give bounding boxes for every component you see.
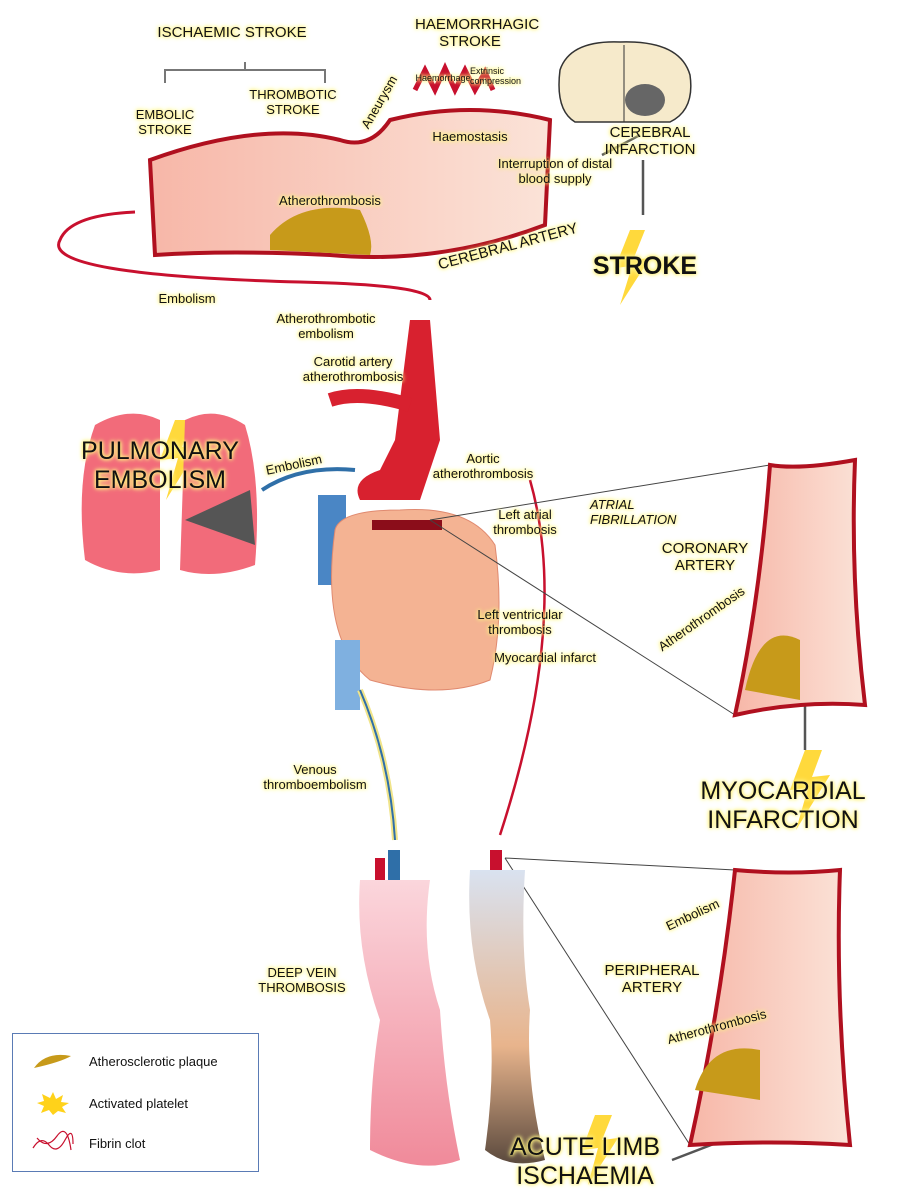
atherothrombosis-cerebral-label: Atherothrombosis bbox=[279, 193, 381, 208]
legend-item: Atherosclerotic plaque bbox=[31, 1048, 218, 1074]
heart-illustration bbox=[318, 320, 500, 710]
acute-limb-label: ACUTE LIMB ISCHAEMIA bbox=[509, 1133, 661, 1190]
leg-dvt bbox=[359, 880, 460, 1166]
atrial-fibrillation-label: ATRIAL FIBRILLATION bbox=[590, 497, 677, 527]
haemorrhage-label: Haemorrhage bbox=[415, 73, 471, 83]
pe-bolt-icon bbox=[160, 420, 200, 500]
interruption-label: Interruption of distal blood supply bbox=[497, 156, 613, 186]
haemostasis-label: Haemostasis bbox=[432, 129, 508, 144]
haemorrhagic-stroke-label: HAEMORRHAGIC STROKE bbox=[415, 16, 540, 51]
coronary-artery-illustration bbox=[732, 457, 868, 718]
aortic-label: Aortic atherothrombosis bbox=[432, 451, 534, 481]
carotid-label: Carotid artery atherothrombosis bbox=[302, 354, 404, 384]
thrombotic-stroke-label: THROMBOTIC STROKE bbox=[249, 87, 337, 117]
extrinsic-compression-label: Extrinsic compression bbox=[470, 66, 522, 87]
dvt-label: DEEP VEIN THROMBOSIS bbox=[258, 965, 346, 995]
cerebral-artery-illustration bbox=[147, 61, 553, 259]
embolism-top-label: Embolism bbox=[158, 291, 216, 306]
platelet-icon bbox=[37, 1092, 69, 1115]
mi-bolt-icon bbox=[790, 750, 830, 830]
limb-bolt-icon bbox=[582, 1115, 618, 1185]
cerebral-infarction-label: CEREBRAL INFARCTION bbox=[604, 124, 696, 159]
legend: Atherosclerotic plaque Activated platele… bbox=[12, 1033, 259, 1172]
plaque-icon bbox=[34, 1054, 71, 1068]
peripheral-artery-illustration bbox=[687, 867, 853, 1148]
bracket bbox=[164, 62, 326, 83]
lungs-illustration bbox=[81, 413, 258, 574]
atherothrombotic-embolism-label: Atherothrombotic embolism bbox=[276, 311, 376, 341]
pulmonary-embolism-label: PULMONARY EMBOLISM bbox=[81, 437, 239, 494]
stroke-label: STROKE bbox=[592, 252, 698, 280]
legend-item: Activated platelet bbox=[31, 1090, 188, 1116]
left-atrial-label: Left atrial thrombosis bbox=[493, 507, 557, 537]
left-ventricular-label: Left ventricular thrombosis bbox=[477, 607, 563, 637]
coronary-artery-label: CORONARY ARTERY bbox=[661, 540, 749, 575]
fibrin-icon bbox=[32, 1130, 74, 1151]
legend-label: Fibrin clot bbox=[89, 1135, 146, 1151]
brain-illustration bbox=[558, 41, 692, 123]
myocardial-infarction-label: MYOCARDIAL INFARCTION bbox=[700, 777, 866, 834]
venous-te-label: Venous thromboembolism bbox=[263, 762, 367, 792]
peripheral-artery-label: PERIPHERAL ARTERY bbox=[604, 962, 700, 997]
legend-label: Atherosclerotic plaque bbox=[89, 1053, 218, 1069]
myocardial-infarct-label: Myocardial infarct bbox=[494, 650, 596, 665]
stroke-bolt-icon bbox=[615, 230, 650, 305]
legend-item: Fibrin clot bbox=[31, 1130, 145, 1156]
ischaemic-stroke-label: ISCHAEMIC STROKE bbox=[157, 24, 307, 41]
leg-artery bbox=[469, 870, 545, 1164]
legend-label: Activated platelet bbox=[89, 1095, 189, 1111]
embolic-stroke-label: EMBOLIC STROKE bbox=[135, 107, 195, 137]
